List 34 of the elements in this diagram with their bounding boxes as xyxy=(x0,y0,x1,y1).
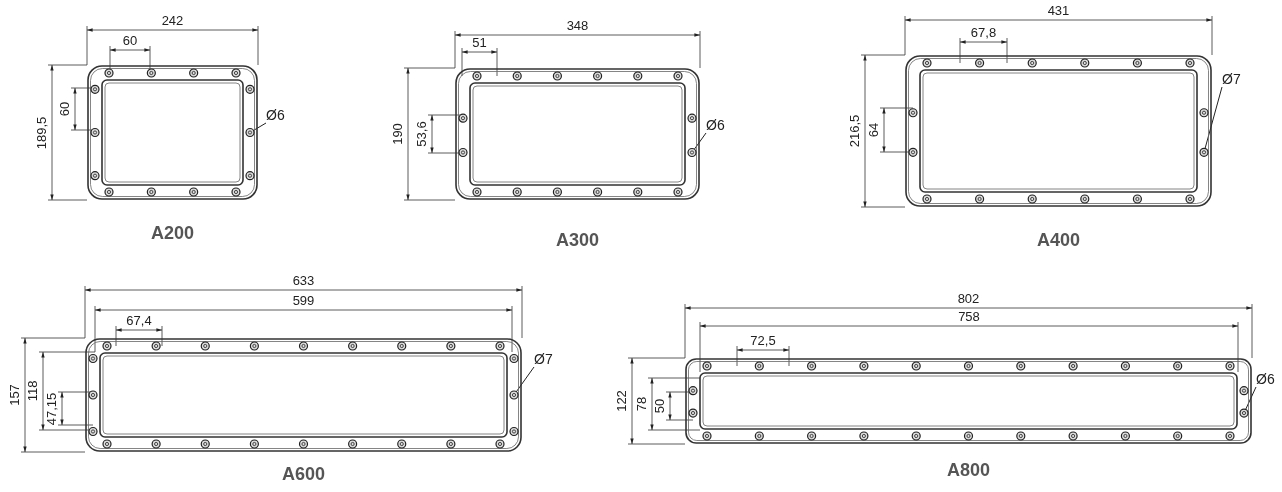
dimension-label: 242 xyxy=(161,14,184,28)
dimension-label: 348 xyxy=(566,19,589,33)
dimension-label: 47,15 xyxy=(45,392,59,425)
dimension-label: 802 xyxy=(957,292,980,306)
model-label: A200 xyxy=(151,223,194,244)
dimension-label: 60 xyxy=(58,101,72,117)
dimension-label: 64 xyxy=(867,122,881,138)
model-label: A300 xyxy=(556,230,599,251)
diameter-label: Ø6 xyxy=(1256,372,1275,387)
diameter-label: Ø6 xyxy=(706,118,725,133)
model-label: A600 xyxy=(282,464,325,485)
dimension-label: 51 xyxy=(472,36,487,50)
model-label: A800 xyxy=(947,460,990,481)
dimension-label: 431 xyxy=(1047,4,1070,18)
dimension-label: 118 xyxy=(26,380,40,402)
dimension-label: 157 xyxy=(8,384,22,406)
dimension-label: 53,6 xyxy=(415,121,429,147)
diameter-label: Ø6 xyxy=(266,108,285,123)
diameter-label: Ø7 xyxy=(1222,72,1241,87)
dimension-label: 190 xyxy=(391,123,405,145)
diameter-label: Ø7 xyxy=(534,352,553,367)
dimension-label: 67,8 xyxy=(970,26,997,40)
dimension-label: 599 xyxy=(292,294,315,308)
dimension-label: 189,5 xyxy=(35,116,49,149)
dimension-label: 67,4 xyxy=(126,314,152,328)
dimension-label: 122 xyxy=(615,390,629,412)
dimension-label: 758 xyxy=(958,310,980,324)
model-label: A400 xyxy=(1037,230,1080,251)
dimension-label: 78 xyxy=(635,396,649,412)
dimension-label: 60 xyxy=(122,34,138,48)
dimension-label: 72,5 xyxy=(750,334,776,348)
dimension-label: 633 xyxy=(292,274,315,288)
dimension-label: 50 xyxy=(653,398,667,414)
dimension-label: 216,5 xyxy=(848,114,862,148)
